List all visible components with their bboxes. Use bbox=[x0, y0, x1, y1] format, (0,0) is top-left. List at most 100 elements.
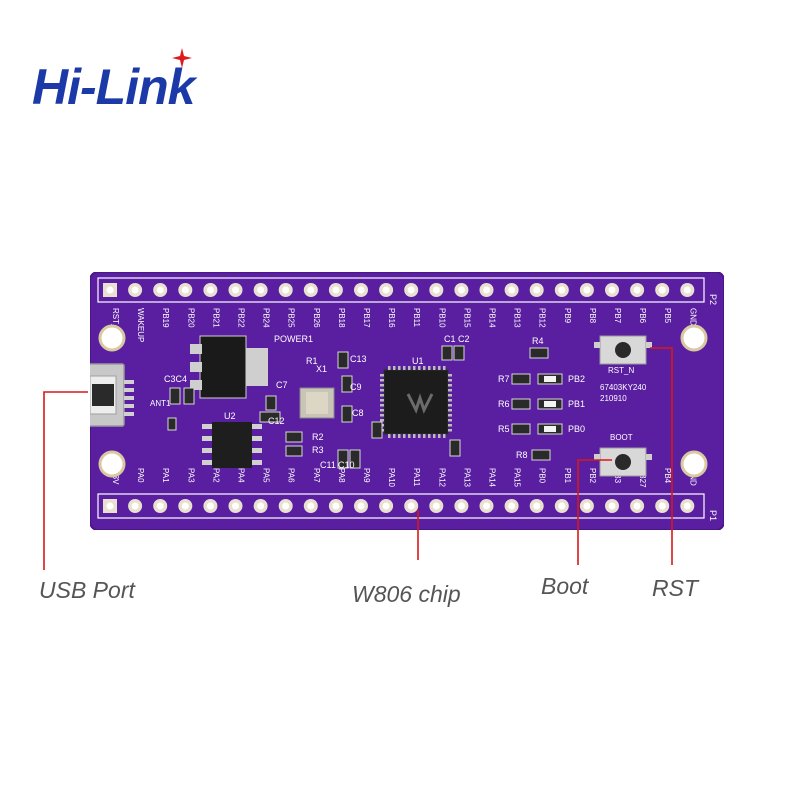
logo-star-icon bbox=[172, 48, 192, 68]
smd-component bbox=[371, 421, 383, 439]
hilink-logo: Hi-Link bbox=[32, 48, 262, 118]
top-pin-label: PB18 bbox=[337, 308, 346, 328]
top-pin-label: PB5 bbox=[663, 308, 672, 324]
power-label: POWER1 bbox=[274, 334, 313, 344]
top-pin-label: PB12 bbox=[538, 308, 547, 328]
c7-label: C7 bbox=[276, 380, 288, 390]
bottom-pin-label: PA0 bbox=[136, 468, 145, 483]
top-pin-label: GND bbox=[688, 308, 697, 326]
top-pin-label: RST_N bbox=[111, 308, 120, 334]
bottom-pin-label: PB2 bbox=[588, 468, 597, 484]
c11-label: C11 bbox=[320, 460, 336, 470]
boot-callout: Boot bbox=[541, 573, 589, 599]
r6-label: R6 bbox=[498, 399, 510, 409]
bottom-pin-label: PA15 bbox=[513, 468, 522, 488]
passives bbox=[167, 345, 563, 469]
c13-label: C13 bbox=[350, 354, 367, 364]
top-pin-label: PB6 bbox=[638, 308, 647, 324]
rst-callout: RST bbox=[652, 575, 698, 601]
c3c4-label: C3C4 bbox=[164, 374, 187, 384]
top-pin-label: PB9 bbox=[563, 308, 572, 324]
led-pb0-label: PB0 bbox=[568, 424, 585, 434]
top-pin-label: PB25 bbox=[287, 308, 296, 328]
bottom-pin-label: PB1 bbox=[563, 468, 572, 484]
boot-button bbox=[594, 447, 652, 477]
u2-chip bbox=[202, 422, 262, 468]
date-label: 210910 bbox=[600, 394, 627, 403]
usb-port-callout: USB Port bbox=[39, 577, 135, 603]
smd-component bbox=[511, 398, 531, 410]
top-pin-label: PB15 bbox=[462, 308, 471, 328]
r2-label: R2 bbox=[312, 432, 324, 442]
ant-label: ANT1 bbox=[150, 399, 171, 408]
r8-label: R8 bbox=[516, 450, 528, 460]
smd-component bbox=[453, 345, 465, 361]
bottom-pin-label: PA2 bbox=[211, 468, 220, 483]
smd-component bbox=[337, 351, 349, 369]
top-pin-label: PB19 bbox=[161, 308, 170, 328]
c2-label: C2 bbox=[458, 334, 470, 344]
top-pin-label: PB17 bbox=[362, 308, 371, 328]
bottom-pin-label: PB27 bbox=[638, 468, 647, 488]
usb-port bbox=[90, 363, 134, 427]
smd-component bbox=[511, 423, 531, 435]
bottom-pin-label: PA3 bbox=[186, 468, 195, 483]
smd-component bbox=[285, 445, 303, 457]
smd-component bbox=[337, 449, 349, 469]
serial-label: 67403KY240 bbox=[600, 383, 647, 392]
led-lens bbox=[544, 376, 556, 382]
smd-component bbox=[169, 387, 181, 405]
boot-leader bbox=[577, 459, 612, 565]
r4-label: R4 bbox=[532, 336, 544, 346]
led-pb2-label: PB2 bbox=[568, 374, 585, 384]
top-pin-label: PB16 bbox=[387, 308, 396, 328]
header-bottom-label: P1 bbox=[708, 510, 718, 521]
x1-label: X1 bbox=[316, 364, 327, 374]
bottom-pin-label: PA1 bbox=[161, 468, 170, 483]
mount-hole-tr bbox=[680, 324, 708, 352]
bottom-pin-label: PB4 bbox=[663, 468, 672, 484]
r7-label: R7 bbox=[498, 374, 510, 384]
smd-component bbox=[167, 417, 177, 431]
bottom-pin-label: PA11 bbox=[412, 468, 421, 487]
led-lens bbox=[544, 401, 556, 407]
logo-text: Hi-Link bbox=[32, 59, 195, 115]
top-pin-label: PB14 bbox=[488, 308, 497, 328]
smd-component bbox=[441, 345, 453, 361]
r1-label: R1 bbox=[306, 356, 318, 366]
smd-component bbox=[183, 387, 195, 405]
top-pin-label: PB20 bbox=[186, 308, 195, 328]
usb-leader bbox=[43, 391, 88, 570]
c12-label: C12 bbox=[268, 416, 285, 426]
smd-component bbox=[529, 347, 549, 359]
top-pin-label: WAKEUP bbox=[136, 308, 145, 342]
voltage-regulator bbox=[190, 335, 268, 399]
bottom-pin-label: PA4 bbox=[237, 468, 246, 483]
top-pin-label: PB8 bbox=[588, 308, 597, 324]
top-pin-label: PB7 bbox=[613, 308, 622, 324]
c8-label: C8 bbox=[352, 408, 364, 418]
top-pin-label: PB11 bbox=[412, 308, 421, 328]
rst-button bbox=[594, 335, 652, 365]
bottom-pin-label: PA7 bbox=[312, 468, 321, 483]
bottom-pin-label: PA8 bbox=[337, 468, 346, 483]
smd-component bbox=[531, 449, 551, 461]
bottom-pin-label: PB0 bbox=[538, 468, 547, 484]
top-pin-label: PB22 bbox=[237, 308, 246, 328]
bottom-pin-label: PA6 bbox=[287, 468, 296, 483]
bottom-header-outline bbox=[97, 493, 705, 519]
smd-component bbox=[349, 449, 361, 469]
r3-label: R3 bbox=[312, 445, 324, 455]
boot-button-label: BOOT bbox=[610, 433, 633, 442]
rst-button-label: RST_N bbox=[608, 366, 634, 375]
crystal-x1 bbox=[299, 387, 335, 419]
mount-hole-br bbox=[680, 450, 708, 478]
top-pin-label: PB24 bbox=[262, 308, 271, 328]
bottom-pin-label: PA12 bbox=[437, 468, 446, 488]
smd-component bbox=[285, 431, 303, 443]
c1-label: C1 bbox=[444, 334, 456, 344]
top-pin-label: PB13 bbox=[513, 308, 522, 328]
